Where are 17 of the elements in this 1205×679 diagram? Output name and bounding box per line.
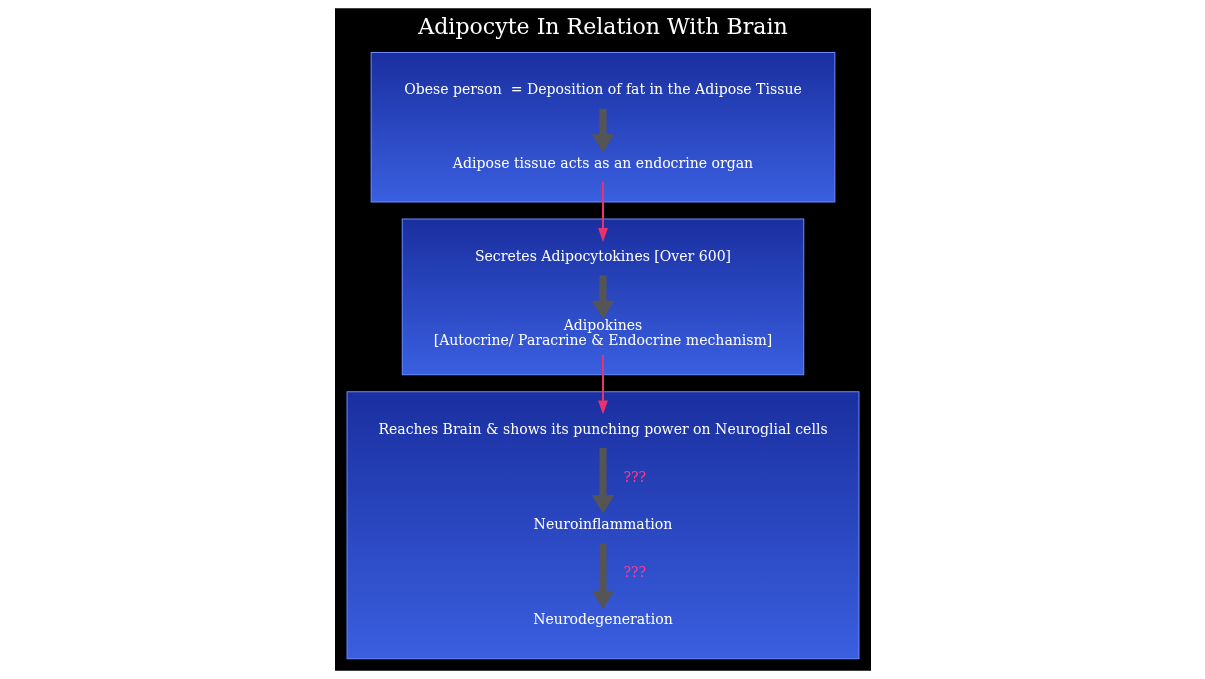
node-text: Adipose tissue acts as an endocrine organ — [452, 154, 753, 171]
node-text: Secretes Adipocytokines [Over 600] — [474, 247, 731, 264]
arrow — [591, 447, 614, 514]
node-text: Neurodegeneration — [532, 611, 673, 628]
node-text: Reaches Brain & shows its punching power on Neuroglial cells — [377, 420, 828, 437]
diagram-title: Adipocyte In Relation With Brain — [417, 13, 788, 39]
cluster — [401, 218, 804, 376]
node-text: Neuroinflammation — [533, 515, 672, 532]
arrow — [597, 182, 608, 243]
node-text: Obese person = Deposition of fat in the Adipose Tissue — [403, 81, 802, 98]
arrow — [597, 354, 608, 415]
cluster — [370, 51, 835, 203]
edge-label: ??? — [623, 468, 646, 485]
cluster — [346, 391, 859, 660]
node-text: Adipokines [Autocrine/ Paracrine & Endocrine mechanism] — [433, 316, 772, 348]
edge-label: ??? — [623, 564, 646, 581]
arrow — [591, 108, 614, 153]
